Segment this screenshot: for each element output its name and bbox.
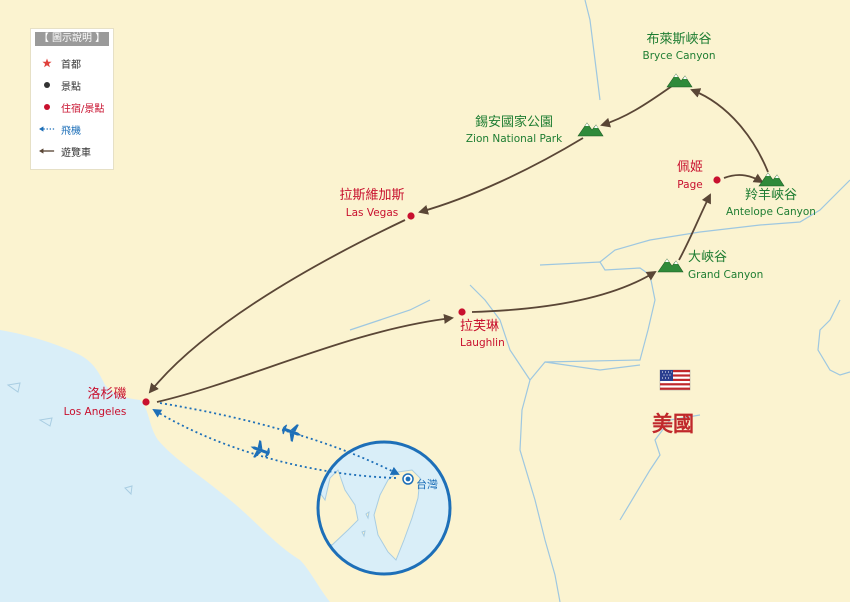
bus-routes — [148, 85, 769, 403]
label-lasvegas-zh: 拉斯維加斯 — [339, 188, 405, 203]
legend-panel: 【 圖示說明 】 首都 景點 住宿/景點 飛機 — [30, 28, 114, 170]
taiwan-marker — [402, 473, 414, 485]
legend-item-lodging: 住宿/景點 — [31, 96, 113, 118]
dot-laughlin — [458, 308, 466, 316]
route-page-antelope — [723, 173, 764, 184]
label-antelope-zh: 羚羊峽谷 — [744, 188, 798, 203]
legend-label: 景點 — [61, 81, 81, 93]
label-laughlin-en: Laughlin — [460, 337, 505, 349]
country-label: 美國 — [652, 411, 694, 436]
route-la-laughlin — [156, 313, 454, 403]
route-grandcanyon-page — [678, 193, 711, 261]
mountain-icon-grandcanyon — [657, 258, 684, 273]
taiwan-island — [373, 469, 421, 561]
label-grandcanyon-zh: 大峽谷 — [688, 250, 728, 265]
legend-title: 【 圖示說明 】 — [35, 32, 109, 46]
us-flag-icon — [659, 369, 691, 391]
route-laughlin-grandcanyon — [471, 270, 657, 313]
state-borders — [349, 0, 850, 602]
legend-item-flight: 飛機 — [31, 118, 113, 140]
legend-item-attraction: 景點 — [31, 74, 113, 96]
dot-losangeles — [142, 398, 150, 406]
label-losangeles-zh: 洛杉磯 — [87, 387, 127, 402]
flight-taiwan-la — [152, 408, 397, 479]
dot-icon — [39, 103, 55, 111]
route-antelope-bryce — [690, 88, 769, 173]
label-laughlin-zh: 拉芙琳 — [460, 319, 500, 334]
label-losangeles-en: Los Angeles — [63, 406, 127, 418]
dot-icon — [39, 81, 55, 89]
dotted-arrow-icon — [39, 125, 55, 133]
airplane-icon-1 — [282, 424, 302, 442]
label-bryce-zh: 布萊斯峽谷 — [646, 32, 712, 47]
label-page-zh: 佩姬 — [676, 160, 704, 175]
route-lasvegas-la — [148, 219, 406, 394]
label-antelope-en: Antelope Canyon — [726, 206, 816, 218]
route-bryce-zion — [600, 85, 673, 128]
lodging-dots — [142, 176, 721, 406]
label-page-en: Page — [677, 179, 703, 191]
dot-lasvegas — [407, 212, 415, 220]
legend-label: 住宿/景點 — [61, 103, 105, 115]
mountain-icon-antelope — [758, 172, 785, 187]
label-zion-en: Zion National Park — [465, 133, 563, 145]
airplane-icon-2 — [250, 440, 270, 458]
legend-label: 首都 — [61, 59, 81, 71]
coast-islands — [6, 382, 133, 496]
legend-label: 遊覽車 — [61, 147, 91, 159]
label-lasvegas-en: Las Vegas — [345, 207, 399, 219]
inset-ring — [316, 440, 452, 576]
label-zion-zh: 錫安國家公園 — [474, 115, 554, 130]
arrow-icon — [39, 147, 55, 155]
label-grandcanyon-en: Grand Canyon — [688, 269, 764, 281]
mountain-icon-zion — [577, 122, 604, 137]
label-bryce-en: Bryce Canyon — [642, 50, 716, 62]
dot-page — [713, 176, 721, 184]
legend-item-bus: 遊覽車 — [31, 140, 113, 162]
label-taiwan: 台灣 — [416, 478, 438, 491]
star-icon — [39, 58, 55, 68]
route-zion-lasvegas — [418, 137, 584, 215]
mountain-icon-bryce — [666, 73, 693, 88]
pacific-ocean — [0, 330, 330, 602]
legend-label: 飛機 — [61, 125, 81, 137]
legend-item-capital: 首都 — [31, 52, 113, 74]
